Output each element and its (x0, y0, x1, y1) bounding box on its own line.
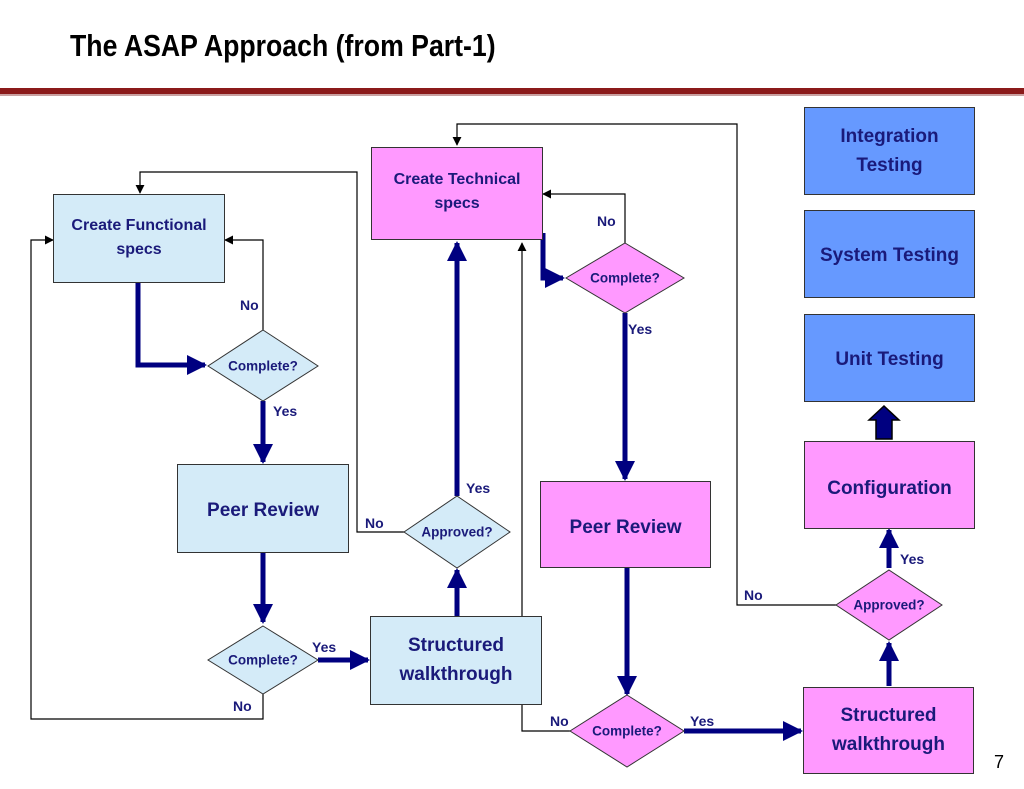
no-label: No (744, 587, 763, 603)
system-testing-label: System Testing (819, 245, 960, 266)
arrow-technical-to-complete (540, 233, 565, 288)
line-complete4-no (517, 242, 570, 732)
yes-label: Yes (312, 639, 337, 655)
approved-label-1: Approved? (421, 524, 493, 540)
yes-label: Yes (466, 480, 491, 496)
approved-diamond-1 (403, 495, 511, 569)
line-approved1-no (135, 171, 404, 533)
unit-testing-box: Unit Testing (804, 314, 975, 402)
configuration-label: Configuration (827, 478, 952, 499)
page-number: 7 (993, 752, 1004, 772)
configuration-box: Configuration (804, 441, 975, 529)
peer-review-box-2: Peer Review (540, 481, 711, 568)
integration-testing-box: Integration Testing (804, 107, 975, 195)
approved-label-2: Approved? (853, 597, 925, 613)
structured-walkthrough-box-1: Structured walkthrough (370, 616, 542, 705)
yes-label: Yes (900, 551, 925, 567)
complete-diamond-2 (207, 625, 319, 695)
line-complete3-no (542, 189, 626, 243)
approved-diamond-2 (835, 569, 943, 641)
complete-label-1: Complete? (228, 358, 298, 374)
yes-label: Yes (628, 321, 653, 337)
no-label: No (365, 515, 384, 531)
line-complete1-no (224, 235, 264, 330)
structured-walkthrough-label-2: Structured walkthrough (832, 705, 945, 755)
peer-review-label-2: Peer Review (569, 517, 682, 538)
up-arrow-icon (867, 404, 901, 440)
no-label: No (233, 698, 252, 714)
complete-diamond-4 (569, 694, 685, 768)
complete-label-4: Complete? (592, 723, 662, 739)
integration-testing-label: Integration Testing (840, 126, 939, 176)
complete-diamond-1 (207, 329, 319, 402)
unit-testing-label: Unit Testing (835, 349, 944, 370)
complete-label-2: Complete? (228, 652, 298, 668)
no-label: No (550, 713, 569, 729)
create-functional-specs-label: Create Functional specs (71, 217, 207, 258)
complete-diamond-3 (565, 242, 685, 314)
no-label: No (240, 297, 259, 313)
title-rule (0, 88, 1024, 94)
structured-walkthrough-box-2: Structured walkthrough (803, 687, 974, 774)
create-functional-specs-box: Create Functional specs (53, 194, 225, 283)
peer-review-label-1: Peer Review (207, 500, 319, 521)
no-label: No (597, 213, 616, 229)
system-testing-box: System Testing (804, 210, 975, 298)
arrow-functional-to-complete (135, 283, 207, 375)
complete-label-3: Complete? (590, 270, 660, 286)
page-title: The ASAP Approach (from Part-1) (70, 28, 496, 63)
line-approved2-no (452, 123, 836, 606)
structured-walkthrough-label-1: Structured walkthrough (399, 635, 513, 685)
yes-label: Yes (273, 403, 298, 419)
peer-review-box-1: Peer Review (177, 464, 349, 553)
create-technical-specs-label: Create Technical specs (393, 171, 521, 212)
yes-label: Yes (690, 713, 715, 729)
title-rule-shadow (0, 94, 1024, 96)
line-complete2-no (30, 235, 264, 720)
create-technical-specs-box: Create Technical specs (371, 147, 543, 240)
